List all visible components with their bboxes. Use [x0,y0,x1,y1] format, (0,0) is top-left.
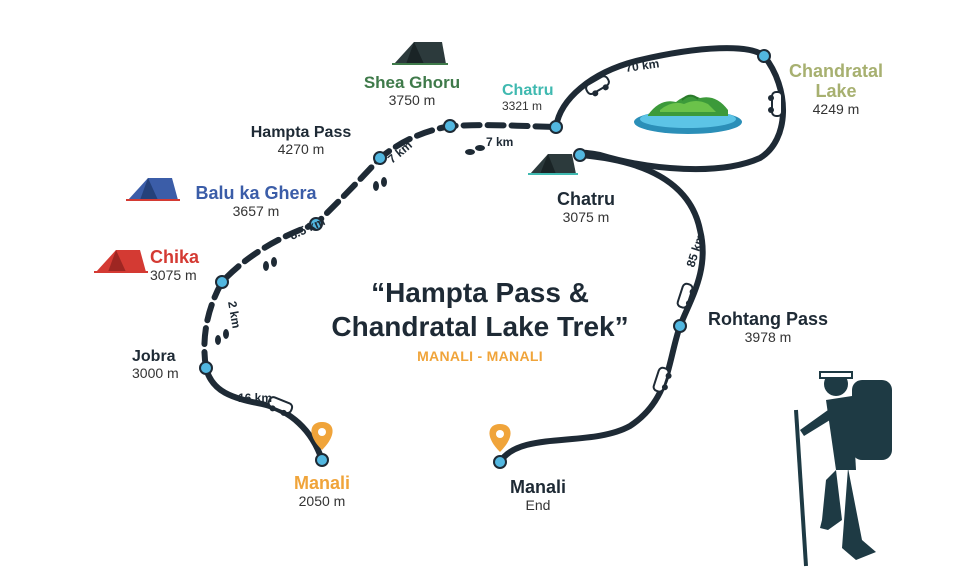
hiker-icon [794,371,892,567]
place-elevation: 2050 m [298,492,346,509]
road-manali-jobra [203,365,325,463]
place-elevation: 3075 m [150,266,197,283]
distance-chatru-chandratal: 70 km [624,56,660,75]
node-rohtang [673,319,687,333]
place-elevation: 3750 m [388,91,436,108]
tent-icon [392,42,448,65]
node-hampta [373,151,387,165]
tent-icon [528,154,578,175]
node-chatru-upper [549,120,563,134]
place-name: Chandratal [788,61,884,81]
place-name-line-2: Lake [815,80,857,101]
place-elevation: End [525,496,551,513]
place-name: Jobra [132,348,176,365]
label-manali-start: Manali 2050 m [282,473,362,509]
route-nodes [199,49,771,469]
car-icon [676,282,696,309]
place-elevation: 4249 m [812,100,860,117]
distance-manali-jobra: 16 km [238,391,272,405]
place-elevation: 3321 m [502,98,543,113]
title-line-1: “Hampta Pass & [371,277,589,308]
label-shea-ghoru: Shea Ghoru 3750 m [352,73,472,108]
label-chika: Chika 3075 m [150,247,200,283]
label-chatru-upper: Chatru 3321 m [502,82,554,113]
place-name: Chika [150,247,200,267]
label-jobra: Jobra 3000 m [132,348,179,381]
map-subtitle: MANALI - MANALI [417,348,543,364]
place-elevation: 3000 m [132,364,179,381]
label-manali-end: Manali End [496,477,580,513]
title-line-2: Chandratal Lake Trek” [331,310,629,342]
place-name: Chatru [557,189,615,209]
place-name: Hampta Pass [250,124,352,141]
tent-icon [126,178,180,201]
node-chika [215,275,229,289]
place-name: Manali [509,477,566,497]
node-shea-ghoru [443,119,457,133]
label-chatru: Chatru 3075 m [546,189,626,225]
label-balu: Balu ka Ghera 3657 m [184,183,328,219]
distance-shea-chatru: 7 km [486,135,513,149]
distance-balu-hampta: 7 km [385,138,415,166]
map-title: “Hampta Pass & Chandratal Lake Trek” [290,276,670,343]
place-name: Rohtang Pass [707,309,829,329]
lake-island-icon [634,94,742,134]
place-name: Manali [293,473,350,493]
node-manali-start [315,453,329,467]
car-icon [768,91,783,117]
tent-icon [94,250,148,273]
label-hampta: Hampta Pass 4270 m [236,124,366,157]
place-name: Chatru [502,82,554,99]
location-pin-icon [489,424,511,452]
node-balu [309,217,323,231]
car-icon [585,75,610,97]
node-manali-end [493,455,507,469]
footprints-icon [215,145,485,345]
node-chatru [573,148,587,162]
label-rohtang: Rohtang Pass 3978 m [696,309,840,345]
place-elevation: 3978 m [744,328,792,345]
place-name: Balu ka Ghera [195,183,317,203]
place-elevation: 3075 m [562,208,610,225]
place-elevation: 3657 m [232,202,280,219]
car-icon [267,396,294,416]
distance-jobra-chika: 2 km [225,300,244,329]
car-icon [652,366,672,393]
label-chandratal: Chandratal Lake 4249 m [776,61,896,117]
place-name: Shea Ghoru [363,73,461,92]
node-loop-top [757,49,771,63]
place-elevation: 4270 m [277,140,325,157]
location-pin-icon [311,422,333,450]
node-jobra [199,361,213,375]
